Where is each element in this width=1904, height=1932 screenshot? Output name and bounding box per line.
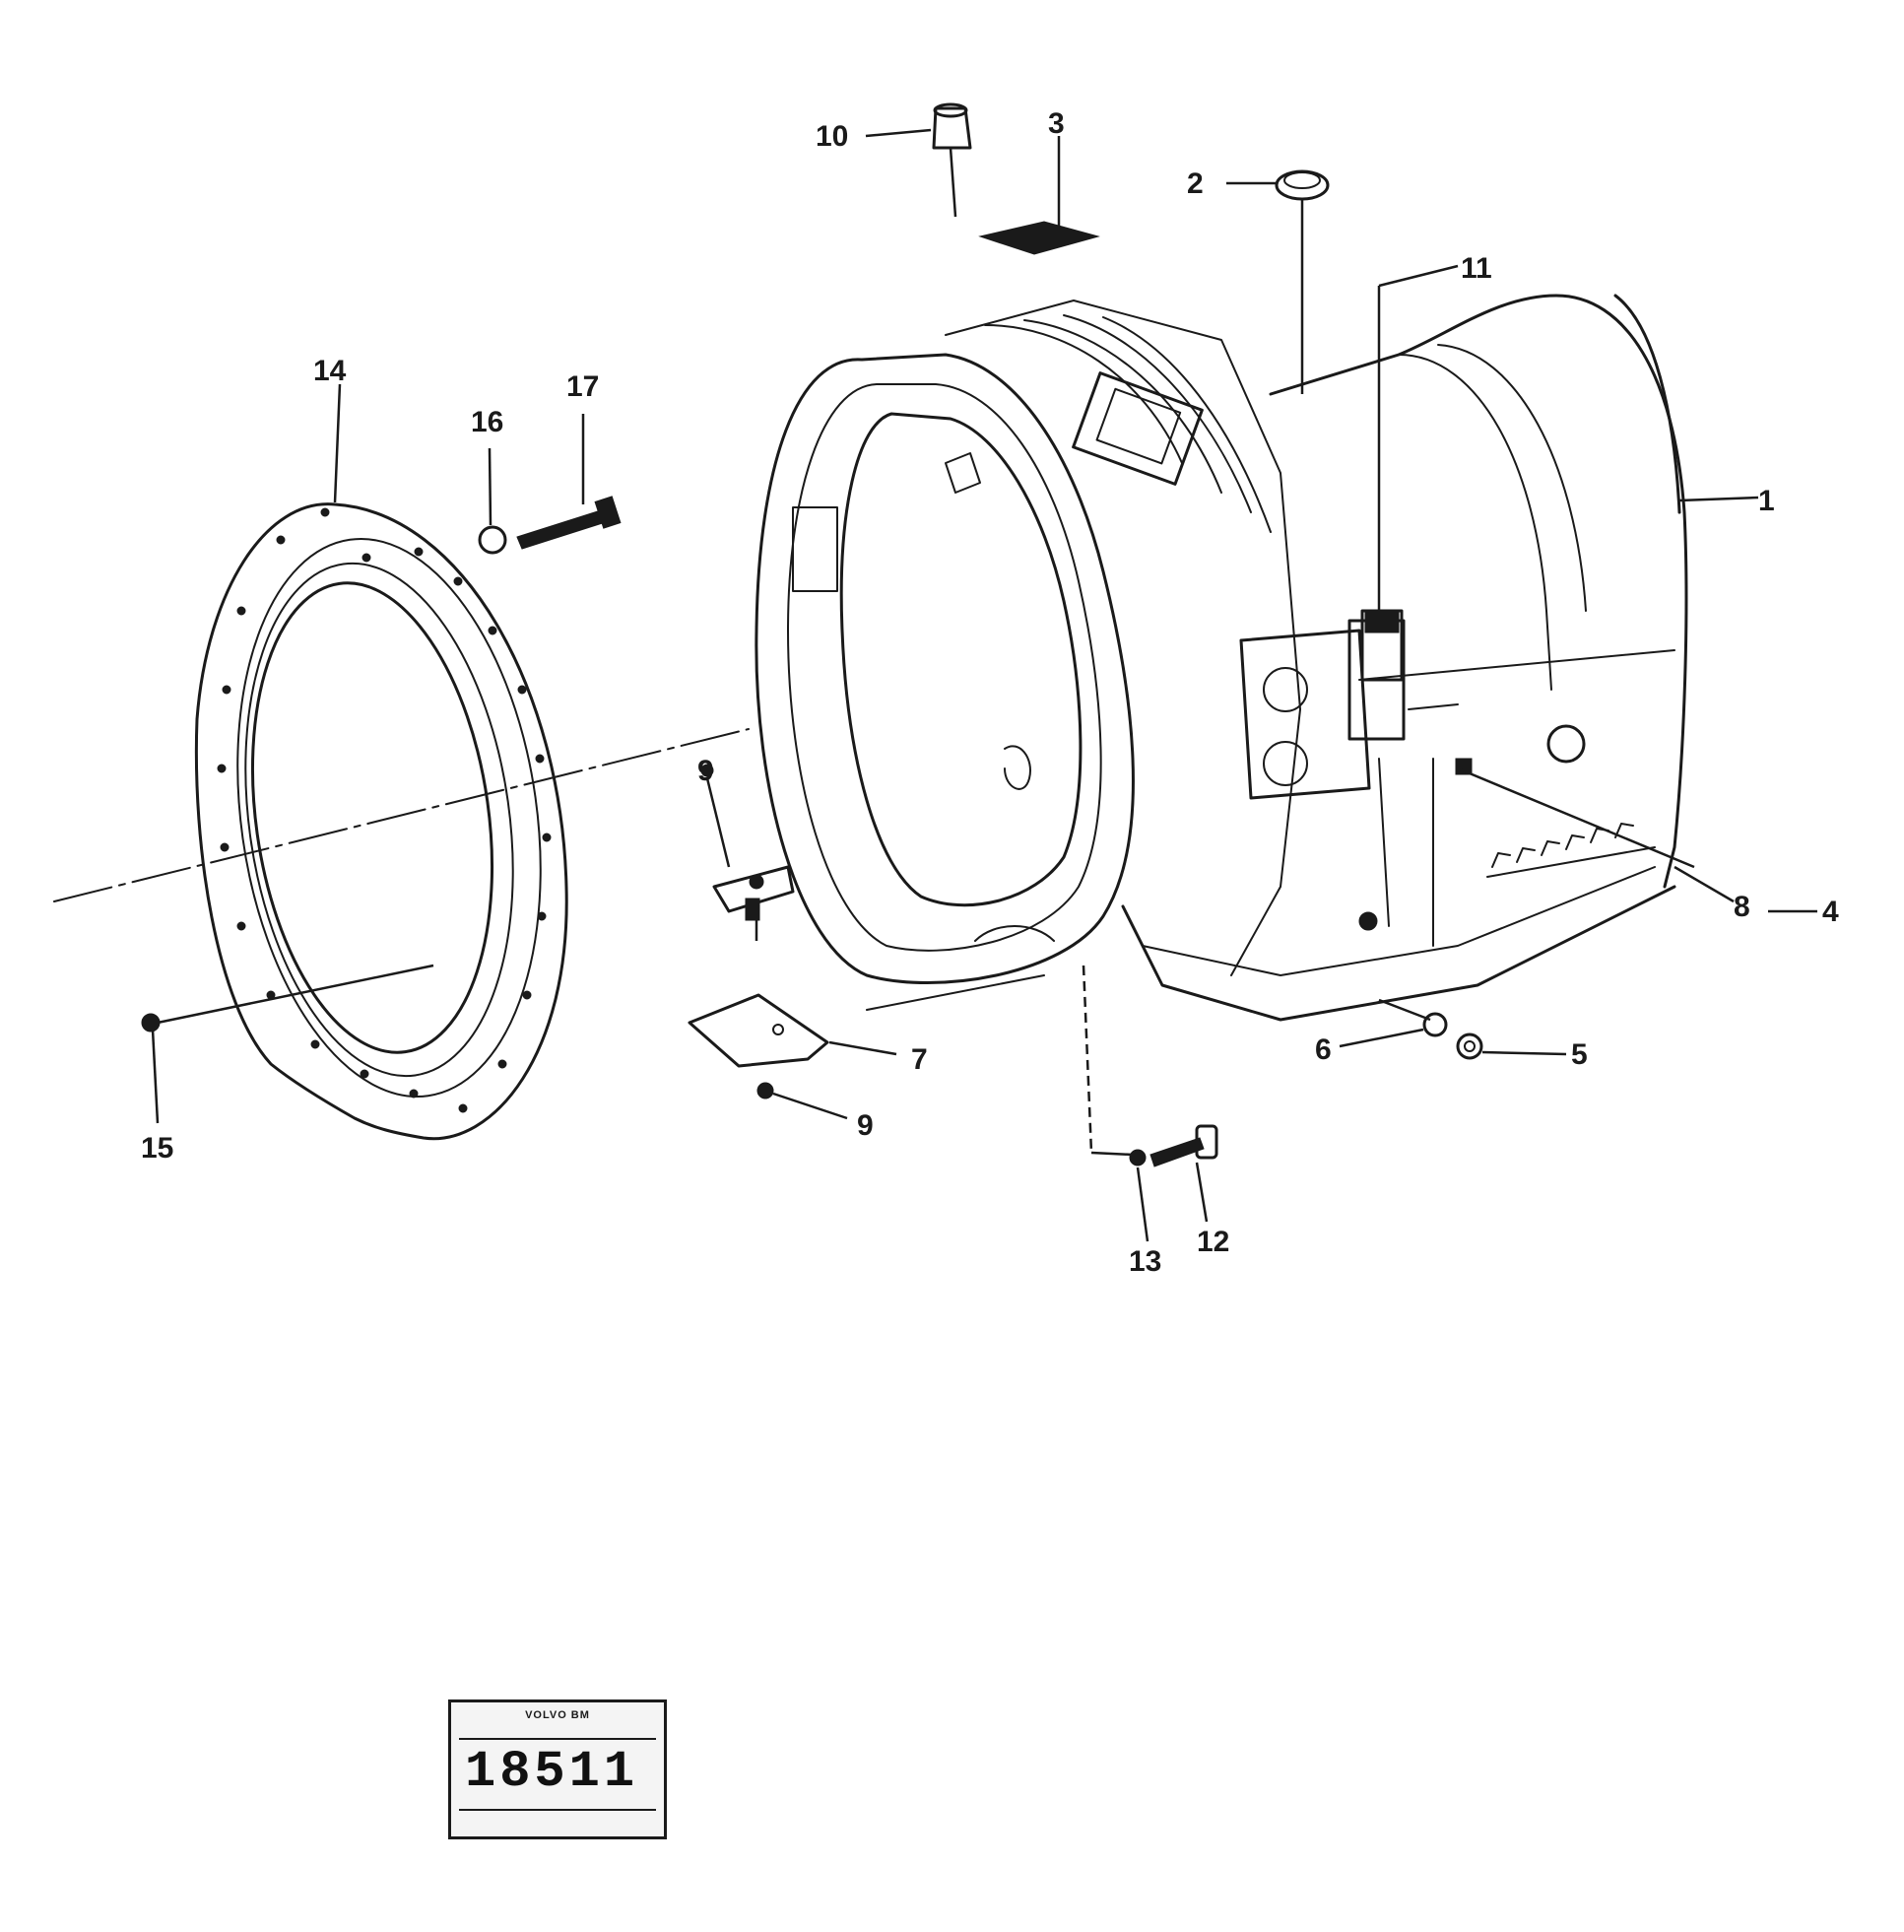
callout-7: 7: [911, 1043, 928, 1076]
callout-labels: 1 2 3 4 5 6 7 8 9 10 11 12 13 14 15 16 1…: [141, 107, 1839, 1278]
nut-5: [1456, 1033, 1483, 1060]
callout-12: 12: [1197, 1226, 1229, 1258]
bolt-17: [516, 496, 622, 550]
bolt-9-lower: [756, 1082, 774, 1099]
centre-axis: [53, 649, 1675, 1011]
plug: [1275, 169, 1330, 201]
callout-9: 9: [857, 1109, 874, 1142]
callout-9-upper: 9: [697, 755, 714, 787]
bolt-15: [141, 1013, 161, 1033]
callout-1: 1: [1758, 485, 1775, 517]
washer-13: [1129, 1149, 1147, 1166]
stamp-footer: [459, 1809, 656, 1831]
leader-lines: [151, 128, 1817, 1242]
callout-17: 17: [566, 370, 599, 403]
bracket-assembly: [700, 764, 795, 921]
bolt-12: [1149, 1124, 1218, 1167]
callout-5: 5: [1571, 1038, 1588, 1071]
callout-8: 8: [1734, 891, 1750, 923]
flange-ring: [194, 502, 568, 1141]
callout-13: 13: [1129, 1245, 1161, 1278]
gasket-cover: [978, 221, 1100, 255]
stamp-number: 18511: [465, 1743, 639, 1801]
plug-9: [1358, 911, 1378, 931]
callout-15: 15: [141, 1132, 173, 1165]
transmission-housing: [755, 294, 1688, 1022]
callout-10: 10: [816, 120, 848, 153]
plate-7: [688, 993, 829, 1068]
callout-16: 16: [471, 406, 503, 438]
callout-14: 14: [313, 355, 347, 387]
flange-bolt-holes: [217, 507, 552, 1113]
diagram-id-stamp: VOLVO BM 18511: [448, 1699, 667, 1839]
callout-11: 11: [1461, 252, 1492, 285]
callout-3: 3: [1048, 107, 1065, 140]
breather-plug: [932, 102, 972, 150]
washer-6: [1422, 1012, 1448, 1037]
sensor-11: [1360, 609, 1404, 682]
nut-16: [478, 525, 507, 555]
stamp-brand: VOLVO BM: [459, 1708, 656, 1740]
housing-bosses: [1491, 823, 1634, 868]
callout-4: 4: [1822, 896, 1839, 928]
callout-2: 2: [1187, 167, 1204, 200]
callout-6: 6: [1315, 1033, 1332, 1066]
